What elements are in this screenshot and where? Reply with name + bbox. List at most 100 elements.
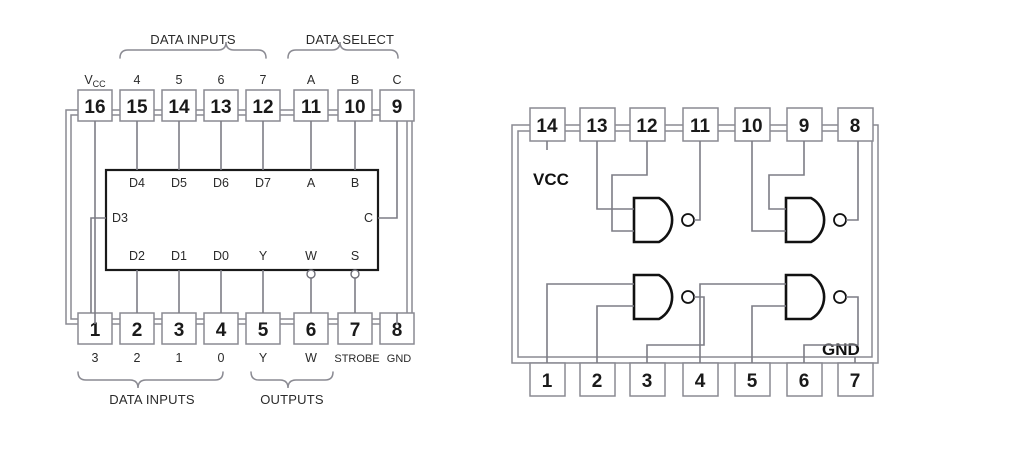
r-pin-num-9: 9 [799, 116, 810, 137]
bottom-group-label-1: OUTPUTS [260, 392, 324, 407]
top-brace-data-select [287, 41, 399, 59]
right-gnd-label: GND [822, 340, 860, 359]
inner-label-y: Y [259, 249, 268, 263]
top-pin-label-10: B [351, 73, 359, 87]
bottom-brace-data-inputs [77, 371, 224, 389]
pin-num-6: 6 [306, 320, 317, 341]
pin-num-13: 13 [210, 97, 231, 118]
left-chip-body-inner [70, 114, 408, 320]
pin-num-11: 11 [301, 97, 322, 118]
r-pin-box-2[interactable] [579, 362, 616, 397]
wire-r13-gate-tl-in1 [596, 141, 634, 210]
pin-num-16: 16 [84, 97, 105, 118]
inner-label-w: W [305, 249, 317, 263]
pin-num-8: 8 [392, 320, 403, 341]
r-pin-num-13: 13 [586, 116, 607, 137]
pin-num-1: 1 [90, 320, 101, 341]
bottom-brace-outputs [250, 371, 334, 389]
pin-num-14: 14 [168, 97, 190, 118]
nand-bubble-bottom-left [681, 290, 695, 304]
r-pin-box-12[interactable] [629, 107, 666, 142]
nand-bubble-top-left [681, 213, 695, 227]
inner-label-d4: D4 [129, 176, 145, 190]
pin-box-2[interactable] [119, 312, 155, 345]
top-group-label-0: DATA INPUTS [150, 32, 236, 47]
r-pin-num-12: 12 [636, 116, 657, 137]
r-pin-box-1[interactable] [529, 362, 566, 397]
r-pin-num-6: 6 [799, 371, 810, 392]
wire-gate-tl-out-r11 [694, 141, 701, 221]
wire-gate-tr-out-r8 [846, 141, 859, 221]
wire-r1-gate-bl-in1 [546, 283, 634, 363]
top-pin-label-13: 6 [218, 73, 225, 87]
left-chip-body-outer [65, 109, 413, 325]
r-pin-box-6[interactable] [786, 362, 823, 397]
inner-label-d5: D5 [171, 176, 187, 190]
bottom-pin-label-4: 0 [218, 351, 225, 365]
r-pin-box-10[interactable] [734, 107, 771, 142]
nand-bubble-top-right [833, 213, 847, 227]
nand-body-top-right [784, 196, 826, 244]
r-pin-box-4[interactable] [682, 362, 719, 397]
top-pin-label-9: C [392, 73, 401, 87]
r-pin-box-9[interactable] [786, 107, 823, 142]
gate-top-left [596, 141, 701, 244]
r-pin-num-10: 10 [741, 116, 762, 137]
r-pin-box-14[interactable] [529, 107, 566, 142]
gate-bottom-right [699, 273, 859, 363]
bottom-pin-label-5: Y [259, 351, 268, 365]
wire-r12-gate-tl-in2 [611, 141, 648, 232]
wire-r4-gate-br-in1 [699, 283, 786, 363]
nand-bubble-bottom-right [833, 290, 847, 304]
r-pin-num-2: 2 [592, 371, 603, 392]
wire-gate-br-out-r6 [803, 296, 859, 363]
inner-label-b: B [351, 176, 359, 190]
pin-num-2: 2 [132, 320, 143, 341]
pin-box-15[interactable] [119, 89, 155, 122]
top-pin-label-15: 4 [134, 73, 141, 87]
r-pin-box-11[interactable] [682, 107, 719, 142]
inner-label-s: S [351, 249, 359, 263]
pin-box-3[interactable] [161, 312, 197, 345]
inner-label-d2: D2 [129, 249, 145, 263]
wire-d3-to-pin1 [90, 217, 106, 313]
right-chip-body-inner [517, 130, 873, 358]
inner-label-c: C [364, 211, 373, 225]
r-pin-num-11: 11 [690, 116, 711, 137]
bottom-pin-label-3: 1 [176, 351, 183, 365]
right-chip-group: 14 13 12 11 10 9 8 1 2 3 4 5 6 7 VCC GND [511, 107, 879, 397]
pin-num-15: 15 [126, 97, 148, 118]
r-pin-box-13[interactable] [579, 107, 616, 142]
inner-label-d6: D6 [213, 176, 229, 190]
pin-num-5: 5 [258, 320, 269, 341]
pin-num-9: 9 [392, 97, 403, 118]
r-pin-num-3: 3 [642, 371, 653, 392]
inner-label-d3: D3 [112, 211, 128, 225]
right-vcc-label: VCC [533, 170, 569, 189]
r-pin-num-7: 7 [850, 371, 861, 392]
wire-r2-gate-bl-in2 [596, 305, 634, 363]
wire-c-to-pin9 [378, 121, 398, 219]
gate-top-right [751, 141, 859, 244]
pin-num-4: 4 [216, 320, 227, 341]
r-pin-box-5[interactable] [734, 362, 771, 397]
left-chip-group: DATA INPUTS DATA SELECT VCC 4 5 6 7 A B … [65, 32, 415, 407]
bottom-pin-label-2: 2 [134, 351, 141, 365]
nand-body-top-left [632, 196, 674, 244]
pin-box-16[interactable] [77, 89, 113, 122]
right-chip-body-outer [511, 124, 879, 364]
pin-num-7: 7 [350, 320, 361, 341]
top-group-label-1: DATA SELECT [306, 32, 394, 47]
pin-num-3: 3 [174, 320, 185, 341]
top-pin-label-12: 7 [260, 73, 267, 87]
pin-box-7[interactable] [337, 312, 373, 345]
wire-r9-gate-tr-in1 [768, 141, 805, 210]
inner-label-d0: D0 [213, 249, 229, 263]
r-pin-box-8[interactable] [837, 107, 874, 142]
r-pin-num-14: 14 [536, 116, 558, 137]
pin-num-10: 10 [344, 97, 365, 118]
inner-label-a: A [307, 176, 316, 190]
left-chip-inner-block [104, 168, 380, 272]
bottom-pin-label-6: W [305, 351, 317, 365]
